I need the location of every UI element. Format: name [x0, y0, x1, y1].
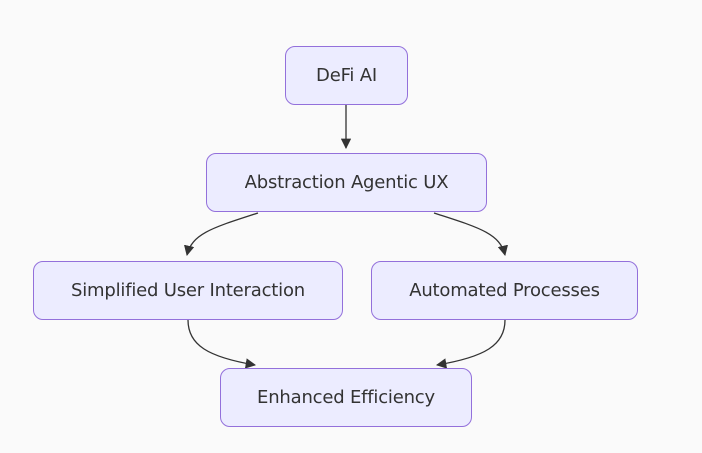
- edge-abstraction-to-automated: [433, 212, 508, 257]
- node-enhanced-efficiency-label: Enhanced Efficiency: [257, 387, 435, 408]
- node-defi-ai: DeFi AI: [285, 46, 408, 105]
- node-defi-ai-label: DeFi AI: [316, 65, 377, 86]
- edge-automated-to-enhanced: [435, 319, 506, 369]
- node-simplified-user-interaction-label: Simplified User Interaction: [71, 280, 305, 301]
- node-abstraction-agentic-ux-label: Abstraction Agentic UX: [244, 172, 449, 193]
- node-simplified-user-interaction: Simplified User Interaction: [33, 261, 343, 320]
- node-abstraction-agentic-ux: Abstraction Agentic UX: [206, 153, 487, 212]
- edge-simplified-to-enhanced: [187, 319, 257, 369]
- node-automated-processes-label: Automated Processes: [409, 280, 600, 301]
- node-enhanced-efficiency: Enhanced Efficiency: [220, 368, 472, 427]
- edge-abstraction-to-simplified: [184, 212, 259, 257]
- node-automated-processes: Automated Processes: [371, 261, 638, 320]
